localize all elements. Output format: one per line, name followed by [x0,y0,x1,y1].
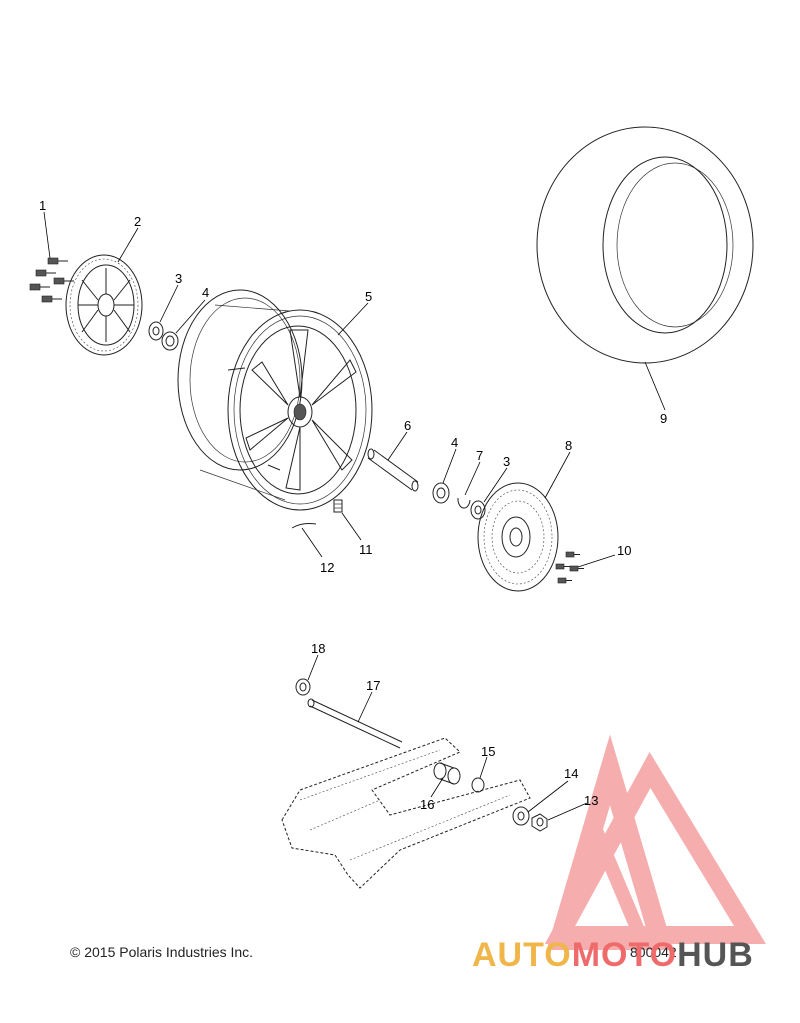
callout-3-right: 3 [503,454,510,469]
bearing-part-4-right [432,482,450,504]
callout-12: 12 [320,560,334,575]
callout-14: 14 [564,766,578,781]
callout-4-right: 4 [451,435,458,450]
callout-3-left: 3 [175,271,182,286]
callout-11: 11 [359,542,373,557]
balance-weight-part-12 [291,523,317,529]
callout-17: 17 [366,678,380,693]
callout-13: 13 [584,793,598,808]
watermark-text-hub: HUB [677,936,754,974]
bearing-part-4-left [161,331,179,351]
seal-part-3-left [148,321,164,341]
seal-part-3-right [470,500,486,520]
callout-4-left: 4 [202,285,209,300]
pivot-shaft-part-17 [307,698,403,749]
valve-stem-part-11 [333,499,343,513]
callout-15: 15 [481,744,495,759]
callout-2: 2 [134,214,141,229]
callout-16: 16 [420,797,434,812]
copyright-text: © 2015 Polaris Industries Inc. [70,944,254,960]
bolts-part-1 [29,257,74,303]
callout-8: 8 [565,438,572,453]
watermark-text-auto: AUTO [472,936,572,974]
watermark-text-moto: MOTO [571,936,678,974]
drawing-number: 800042 [630,944,677,960]
callout-5: 5 [365,289,372,304]
bushing-part-16 [433,762,461,785]
callout-18: 18 [311,641,325,656]
bushing-part-15 [471,777,485,793]
nut-part-13 [531,813,548,832]
callout-7: 7 [476,448,483,463]
spacer-tube-part-6 [367,448,419,492]
swingarm [281,737,531,889]
callout-10: 10 [617,543,631,558]
tire-part-9 [536,126,754,364]
watermark-text: AUTOMOTOHUB [472,936,754,975]
callout-labels: 1 2 3 4 5 6 4 7 3 8 9 10 11 12 13 14 15 … [39,198,667,812]
callout-1: 1 [39,198,46,213]
circlip-part-7 [457,497,471,509]
brake-disc-part-8 [477,482,559,592]
washer-part-18 [295,678,311,696]
disc-bolts-part-10 [555,551,584,584]
washer-part-14 [512,806,530,826]
callout-9: 9 [660,411,667,426]
leader-lines [43,211,666,821]
rear-wheel-part-5 [177,289,373,511]
watermark-logo [544,734,766,950]
callout-6: 6 [404,418,411,433]
drive-pulley-part-2 [65,254,143,356]
